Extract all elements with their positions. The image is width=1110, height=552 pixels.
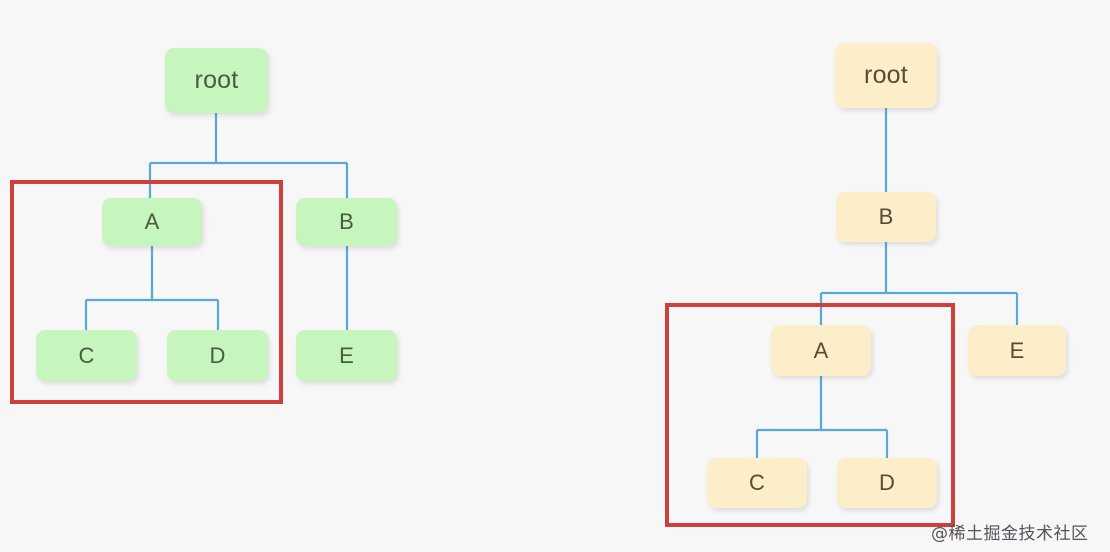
highlight-box-left-subtree	[10, 180, 283, 404]
highlight-box-right-subtree	[665, 303, 955, 527]
node-label: A	[144, 209, 160, 234]
node-left-tree-root[interactable]: root	[165, 48, 268, 113]
node-label: E	[1009, 337, 1025, 363]
node-label: D	[878, 470, 896, 495]
node-label: B	[878, 204, 894, 229]
node-label: C	[78, 342, 95, 368]
node-label: A	[813, 337, 829, 363]
node-right-tree-b[interactable]: B	[836, 192, 936, 242]
connector-b-to-a	[819, 242, 1017, 325]
connector-a-to-c	[84, 246, 218, 330]
node-right-tree-d[interactable]: D	[837, 458, 937, 508]
node-left-tree-d[interactable]: D	[167, 330, 268, 381]
node-right-tree-root[interactable]: root	[835, 43, 937, 108]
node-right-tree-e[interactable]: E	[968, 325, 1066, 376]
node-left-tree-b[interactable]: B	[296, 198, 397, 246]
node-right-tree-c[interactable]: C	[707, 458, 807, 508]
node-label: E	[339, 342, 354, 368]
node-label: B	[339, 209, 354, 234]
node-label: root	[194, 66, 239, 94]
node-right-tree-a[interactable]: A	[771, 325, 871, 376]
node-left-tree-a[interactable]: A	[102, 198, 202, 246]
node-label: root	[864, 61, 908, 89]
node-label: D	[209, 342, 226, 368]
edges-right-tree	[755, 108, 1019, 458]
node-left-tree-c[interactable]: C	[36, 330, 137, 381]
watermark-text: @稀土掘金技术社区	[931, 524, 1089, 544]
node-left-tree-e[interactable]: E	[296, 330, 397, 381]
node-label: C	[748, 470, 766, 495]
connector-a-to-c	[755, 376, 887, 458]
